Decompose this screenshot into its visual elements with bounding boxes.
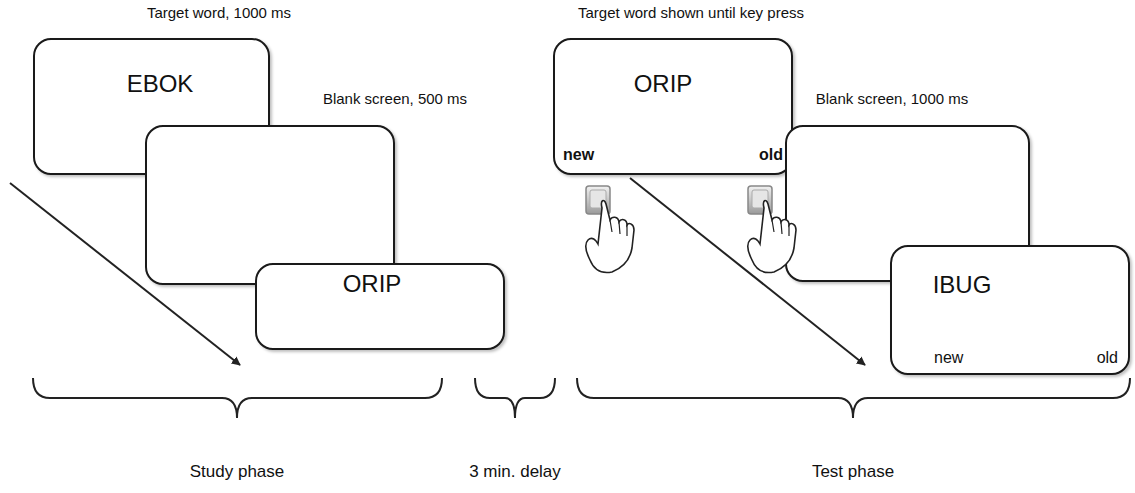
target-word: EBOK xyxy=(127,70,194,98)
screen-box: Blank screen, 500 ms xyxy=(145,125,395,285)
phase-bracket xyxy=(577,378,1130,418)
screen-caption: Blank screen, 1000 ms xyxy=(816,90,969,107)
target-word: ORIP xyxy=(634,70,693,98)
delay-label: 3 min. delay xyxy=(469,462,561,482)
response-option: old xyxy=(1097,349,1118,367)
phase-label: Test phase xyxy=(812,462,894,482)
screen-box: ORIP xyxy=(255,263,505,350)
screen-caption: Target word shown until key press xyxy=(578,4,804,21)
target-word: IBUG xyxy=(933,271,992,299)
response-option: new xyxy=(934,349,963,367)
screen-box: Target word shown until key pressORIPnew… xyxy=(553,38,793,175)
target-word: ORIP xyxy=(343,270,402,298)
response-option: new xyxy=(563,146,594,164)
phase-bracket xyxy=(475,378,555,418)
screen-box: IBUG new old xyxy=(890,245,1130,375)
screen-caption: Target word, 1000 ms xyxy=(147,4,291,21)
phase-label: Study phase xyxy=(190,462,285,482)
screen-caption: Blank screen, 500 ms xyxy=(323,90,467,107)
phase-bracket xyxy=(33,378,442,418)
key-press-icon xyxy=(586,186,634,273)
response-option: old xyxy=(759,146,783,164)
